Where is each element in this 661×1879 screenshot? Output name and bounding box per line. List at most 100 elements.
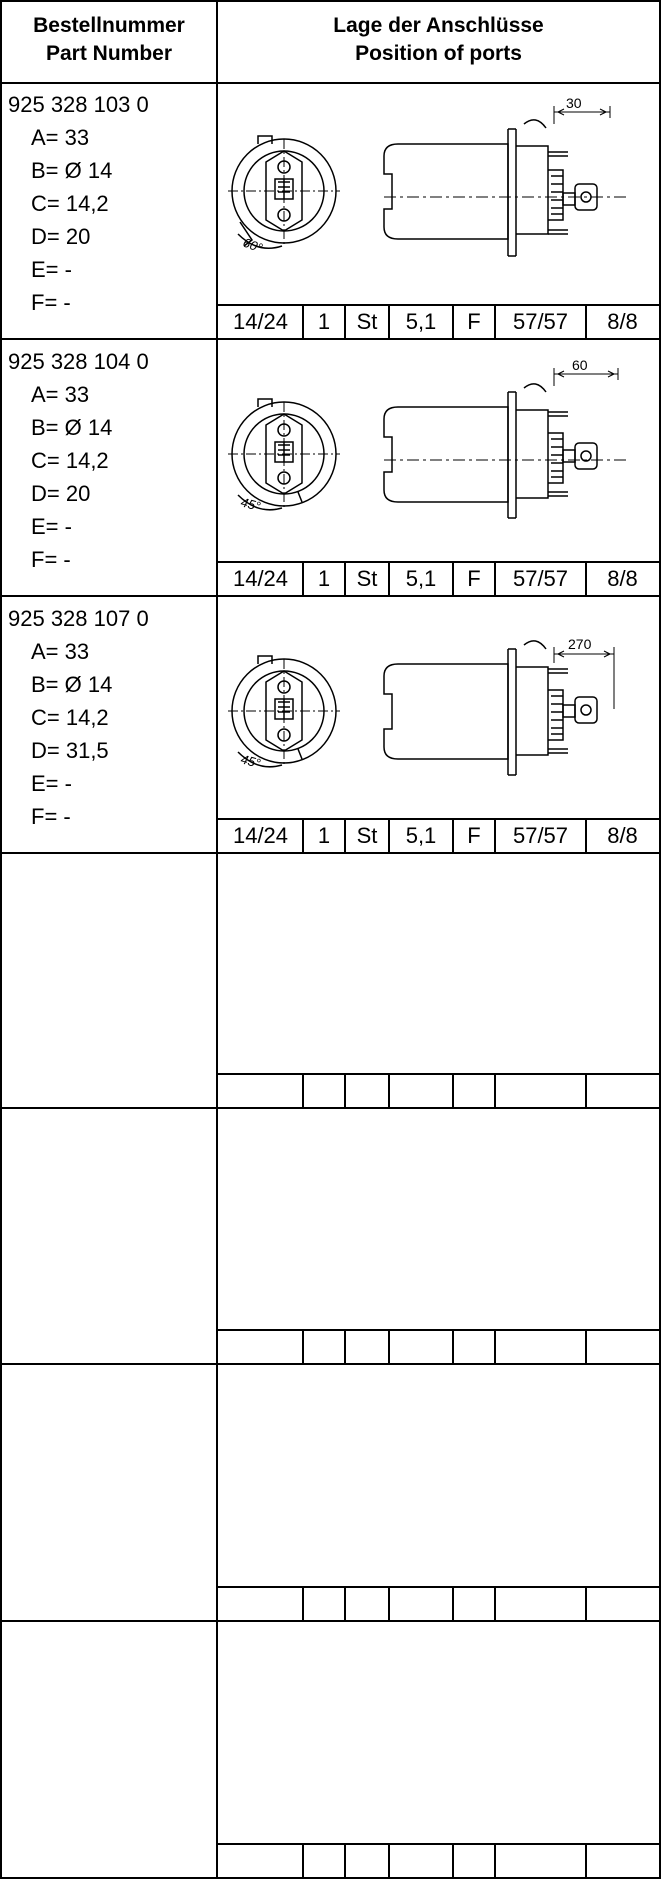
- spec-cell-divider: [344, 563, 346, 595]
- spec-cell-divider: [302, 1845, 304, 1877]
- spec-row-line: [216, 561, 661, 563]
- spec-c: C= 14,2: [31, 705, 109, 730]
- spec-cell: 8/8: [607, 309, 638, 334]
- spec-cell-divider: [452, 1331, 454, 1363]
- empty-row: [2, 1365, 659, 1620]
- port-angle: 45°: [239, 751, 262, 771]
- spec-cell-divider: [452, 820, 454, 852]
- spec-cell-divider: [494, 1845, 496, 1877]
- spec-cell-divider: [388, 820, 390, 852]
- empty-row: [2, 1109, 659, 1363]
- part-info-1: 925 328 103 0 A= 33 B= Ø 14 C= 14,2 D= 2…: [0, 88, 216, 319]
- spec-cell-divider: [585, 1845, 587, 1877]
- port-drawing-1: 30 60°: [218, 84, 659, 304]
- spec-row-line: [216, 1843, 661, 1845]
- spec-b: B= Ø 14: [31, 415, 113, 440]
- spec-cell-divider: [388, 563, 390, 595]
- spec-f: F= -: [31, 547, 71, 572]
- spec-cell-divider: [494, 1331, 496, 1363]
- spec-cell-divider: [302, 306, 304, 338]
- row-divider: [0, 1620, 661, 1622]
- spec-cell-divider: [494, 306, 496, 338]
- spec-cell-divider: [388, 1588, 390, 1620]
- row-divider: [0, 338, 661, 340]
- row-divider: [0, 852, 661, 854]
- spec-cell-divider: [302, 563, 304, 595]
- spec-cell: 8/8: [607, 823, 638, 848]
- spec-cell: 1: [317, 309, 331, 334]
- table-border-left: [0, 0, 2, 1879]
- spec-cell-divider: [585, 820, 587, 852]
- spec-cell-divider: [494, 563, 496, 595]
- spec-cell: 57/57: [512, 309, 569, 334]
- part-info-3: 925 328 107 0 A= 33 B= Ø 14 C= 14,2 D= 3…: [0, 602, 216, 833]
- spec-cell: 5,1: [405, 823, 437, 848]
- table-border-bottom: [0, 1877, 661, 1879]
- table-border-top: [0, 0, 661, 2]
- spec-cell-divider: [388, 1845, 390, 1877]
- spec-cell-divider: [452, 1845, 454, 1877]
- spec-e: E= -: [31, 257, 72, 282]
- spec-b: B= Ø 14: [31, 672, 113, 697]
- spec-a: A= 33: [31, 382, 90, 407]
- spec-cell-divider: [452, 1075, 454, 1107]
- spec-row-line: [216, 1073, 661, 1075]
- spec-cell-divider: [302, 1331, 304, 1363]
- part-number-header-de: Bestellnummer: [33, 14, 185, 37]
- spec-cell-divider: [344, 1588, 346, 1620]
- port-dimension: 30: [566, 95, 582, 111]
- row-divider: [0, 595, 661, 597]
- spec-c: C= 14,2: [31, 448, 109, 473]
- spec-cell: 5,1: [405, 309, 437, 334]
- table-border-right: [659, 0, 661, 1879]
- part-number: 925 328 103 0: [8, 92, 149, 117]
- port-position-header-de: Lage der Anschlüsse: [333, 14, 544, 37]
- spec-cell-divider: [585, 1331, 587, 1363]
- port-position-header: Lage der Anschlüsse Position of ports: [218, 12, 659, 68]
- spec-d: D= 20: [31, 224, 91, 249]
- spec-cell-divider: [452, 563, 454, 595]
- part-number-header-en: Part Number: [45, 42, 173, 65]
- spec-cell: 14/24: [232, 823, 289, 848]
- spec-cell: 57/57: [512, 566, 569, 591]
- port-angle: 45°: [239, 494, 262, 514]
- port-dimension: 270: [568, 636, 592, 652]
- part-number-header: Bestellnummer Part Number: [2, 12, 216, 68]
- spec-b: B= Ø 14: [31, 158, 113, 183]
- spec-cell-divider: [452, 306, 454, 338]
- spec-cell-divider: [585, 306, 587, 338]
- row-divider: [0, 1363, 661, 1365]
- empty-row: [2, 854, 659, 1107]
- port-drawing-2: 60 45°: [218, 340, 659, 561]
- spec-cell: 1: [317, 823, 331, 848]
- spec-cell: F: [467, 566, 481, 591]
- spec-cell: St: [356, 823, 378, 848]
- spec-c: C= 14,2: [31, 191, 109, 216]
- column-divider: [216, 0, 218, 1879]
- spec-f: F= -: [31, 290, 71, 315]
- row-divider: [0, 1107, 661, 1109]
- spec-cell-divider: [494, 1075, 496, 1107]
- spec-cell-divider: [302, 820, 304, 852]
- part-info-2: 925 328 104 0 A= 33 B= Ø 14 C= 14,2 D= 2…: [0, 345, 216, 576]
- spec-row-line: [216, 304, 661, 306]
- part-number: 925 328 104 0: [8, 349, 149, 374]
- spec-d: D= 20: [31, 481, 91, 506]
- spec-cell-divider: [494, 1588, 496, 1620]
- spec-f: F= -: [31, 804, 71, 829]
- spec-cell-divider: [585, 563, 587, 595]
- spec-cell-divider: [302, 1588, 304, 1620]
- spec-e: E= -: [31, 514, 72, 539]
- spec-d: D= 31,5: [31, 738, 109, 763]
- spec-cell-divider: [344, 820, 346, 852]
- spec-cell: F: [467, 823, 481, 848]
- spec-cell-divider: [388, 306, 390, 338]
- spec-cell: 14/24: [232, 566, 289, 591]
- port-drawing-3: 270 45°: [218, 597, 659, 818]
- spec-cell-divider: [585, 1588, 587, 1620]
- spec-cell: 57/57: [512, 823, 569, 848]
- spec-cell: F: [467, 309, 481, 334]
- spec-cell: 1: [317, 566, 331, 591]
- spec-e: E= -: [31, 771, 72, 796]
